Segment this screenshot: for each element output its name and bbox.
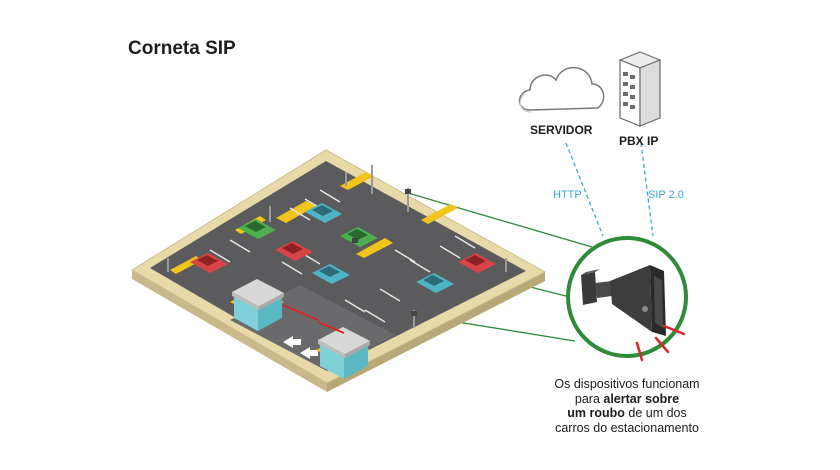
car	[312, 264, 350, 284]
horn-device	[566, 236, 688, 362]
parking-lot	[131, 149, 547, 392]
sip-link-line	[640, 142, 654, 237]
car	[416, 273, 454, 293]
cloud-icon	[518, 66, 605, 113]
server-label: SERVIDOR	[530, 123, 593, 137]
car	[458, 253, 496, 273]
caption: Os dispositivos funcionam para alertar s…	[520, 377, 734, 435]
server-rack-icon	[618, 51, 662, 127]
pbx-label: PBX IP	[619, 134, 659, 148]
sip-label: SIP 2.0	[648, 189, 684, 201]
caption-line: para alertar sobre	[574, 391, 680, 406]
device-link-line	[407, 192, 593, 248]
car	[340, 227, 378, 247]
toll-booth	[316, 327, 370, 379]
caption-line: Os dispositivos funcionam	[554, 377, 700, 391]
caption-line: um roubo de um dos	[567, 406, 687, 420]
car	[305, 203, 342, 223]
caption-emphasis: um roubo	[567, 406, 625, 420]
car	[275, 241, 313, 261]
caption-emphasis: alertar sobre	[603, 391, 680, 406]
toll-booth	[230, 279, 284, 331]
http-label: HTTP	[553, 189, 582, 201]
http-link-line	[565, 142, 604, 237]
horn-speaker-icon	[581, 265, 666, 336]
car	[238, 219, 276, 239]
alert-marks	[635, 324, 686, 362]
car	[190, 253, 228, 273]
caption-line: carros do estacionamento	[555, 420, 699, 435]
page-title: Corneta SIP	[128, 38, 236, 59]
